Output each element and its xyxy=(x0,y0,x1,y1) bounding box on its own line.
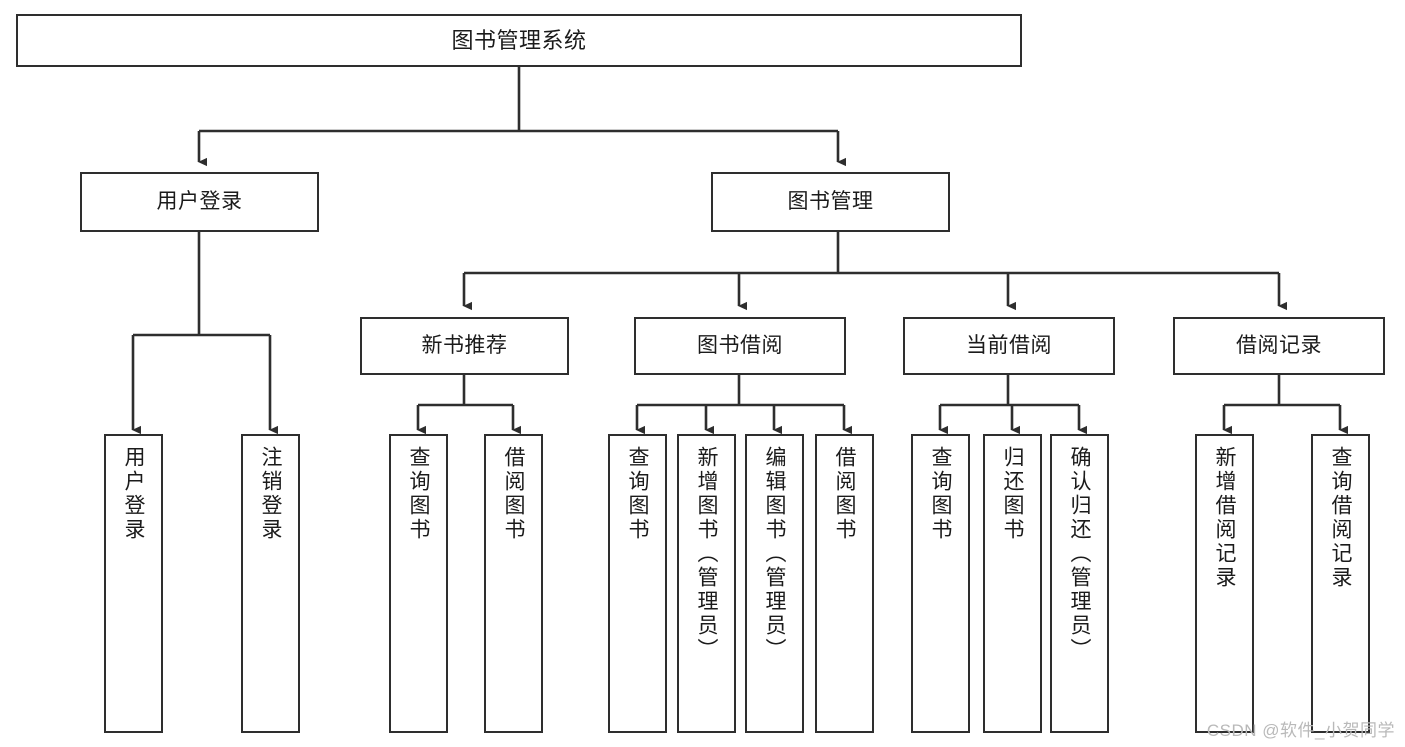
node-user-login-label: 用户登录 xyxy=(156,189,243,213)
watermark-text: CSDN @软件_小贺同学 xyxy=(1206,721,1395,740)
node-leaf-logout[interactable]: 注销登录 xyxy=(241,434,300,733)
node-user-login[interactable]: 用户登录 xyxy=(80,172,319,232)
node-book-borrow[interactable]: 图书借阅 xyxy=(634,317,846,375)
node-leaf-query-books-borrow[interactable]: 查询图书 xyxy=(608,434,667,733)
node-leaf-add-borrow-record[interactable]: 新增借阅记录 xyxy=(1195,434,1254,733)
node-leaf-borrow-books-newbook[interactable]: 借阅图书 xyxy=(484,434,543,733)
node-new-book-recommend[interactable]: 新书推荐 xyxy=(360,317,569,375)
node-current-borrow[interactable]: 当前借阅 xyxy=(903,317,1115,375)
node-leaf-edit-book-admin-label: 编辑图书（管理员） xyxy=(763,446,786,662)
node-leaf-query-borrow-record-label: 查询借阅记录 xyxy=(1329,446,1352,590)
node-leaf-add-borrow-record-label: 新增借阅记录 xyxy=(1213,446,1236,590)
node-leaf-borrow-books-newbook-label: 借阅图书 xyxy=(502,446,525,542)
node-leaf-query-books-newbook-label: 查询图书 xyxy=(407,446,430,542)
node-leaf-add-book-admin[interactable]: 新增图书（管理员） xyxy=(677,434,736,733)
node-leaf-confirm-return-admin-label: 确认归还（管理员） xyxy=(1068,446,1091,662)
node-new-book-recommend-label: 新书推荐 xyxy=(421,333,508,357)
node-leaf-borrow-books[interactable]: 借阅图书 xyxy=(815,434,874,733)
node-leaf-user-login[interactable]: 用户登录 xyxy=(104,434,163,733)
node-book-management-label: 图书管理 xyxy=(787,189,874,213)
node-leaf-query-borrow-record[interactable]: 查询借阅记录 xyxy=(1311,434,1370,733)
node-leaf-edit-book-admin[interactable]: 编辑图书（管理员） xyxy=(745,434,804,733)
node-leaf-borrow-books-label: 借阅图书 xyxy=(833,446,856,542)
node-current-borrow-label: 当前借阅 xyxy=(966,333,1052,357)
node-book-borrow-label: 图书借阅 xyxy=(697,333,783,357)
node-leaf-add-book-admin-label: 新增图书（管理员） xyxy=(695,446,718,662)
node-book-management[interactable]: 图书管理 xyxy=(711,172,950,232)
node-leaf-return-books-label: 归还图书 xyxy=(1001,446,1024,542)
node-leaf-return-books[interactable]: 归还图书 xyxy=(983,434,1042,733)
node-leaf-logout-label: 注销登录 xyxy=(259,446,282,542)
node-leaf-query-books-newbook[interactable]: 查询图书 xyxy=(389,434,448,733)
node-root-label: 图书管理系统 xyxy=(451,27,587,53)
node-leaf-user-login-label: 用户登录 xyxy=(122,446,145,542)
node-leaf-confirm-return-admin[interactable]: 确认归还（管理员） xyxy=(1050,434,1109,733)
node-leaf-query-books-current[interactable]: 查询图书 xyxy=(911,434,970,733)
node-borrow-records[interactable]: 借阅记录 xyxy=(1173,317,1385,375)
node-leaf-query-books-current-label: 查询图书 xyxy=(929,446,952,542)
node-root-book-management-system[interactable]: 图书管理系统 xyxy=(16,14,1022,67)
node-borrow-records-label: 借阅记录 xyxy=(1236,333,1322,357)
node-leaf-query-books-borrow-label: 查询图书 xyxy=(626,446,649,542)
